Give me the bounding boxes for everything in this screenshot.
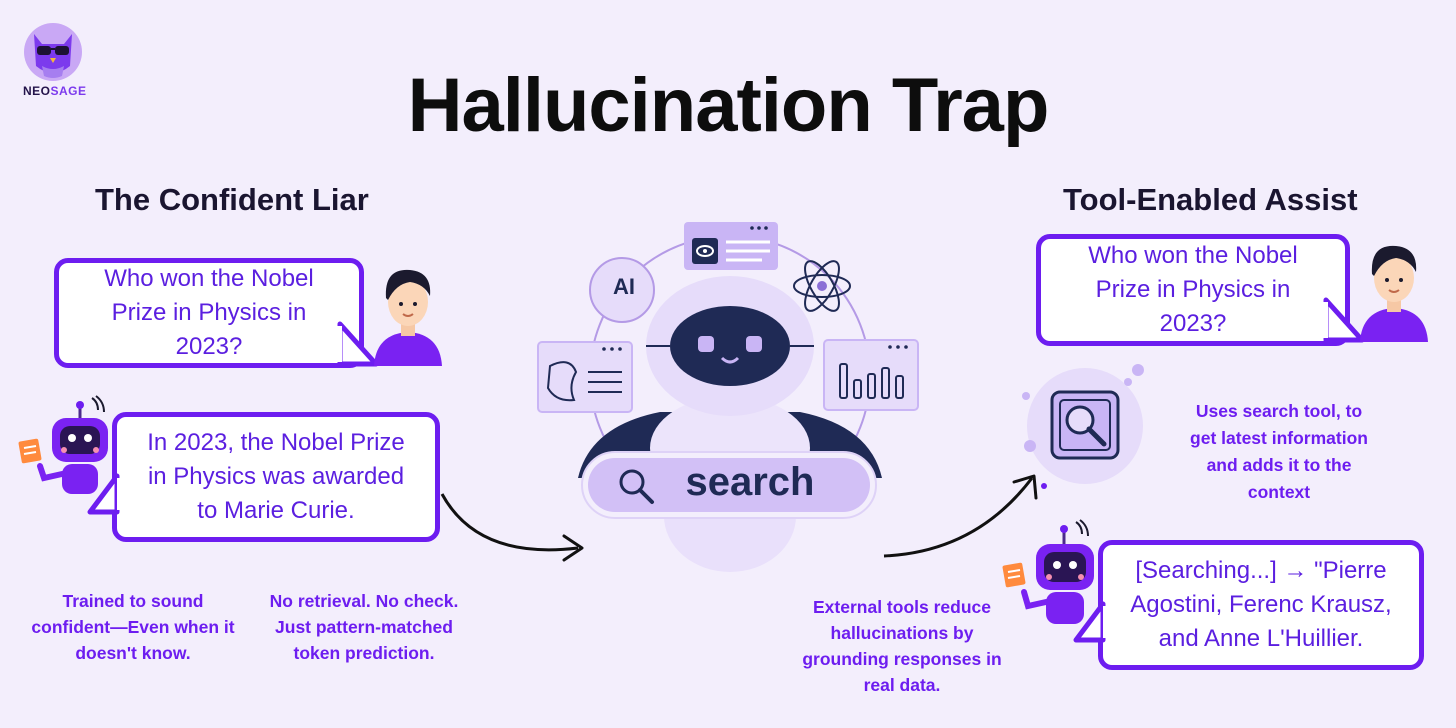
right-question-tail [1322,297,1365,343]
left-note-2: No retrieval. No check. Just pattern-mat… [269,591,459,663]
right-question-text: Who won the Nobel Prize in Physics in 20… [1088,242,1298,337]
right-note: External tools reduce hallucinations by … [802,597,1002,695]
left-answer-tail [87,473,123,515]
robot-icon [18,395,108,494]
left-answer-text: In 2023, the Nobel Prize in Physics was … [147,429,405,524]
left-heading: The Confident Liar [95,182,369,217]
logo: NEOSAGE [20,20,86,100]
arrow-to-tool [883,474,1038,558]
left-question-bubble: Who won the Nobel Prize in Physics in 20… [54,258,364,368]
right-answer-tail [1073,601,1109,643]
tool-note: Uses search tool, to get latest informat… [1190,401,1368,502]
search-bar-label: search [685,460,815,504]
owl-icon [24,23,82,81]
ai-badge-label: AI [613,274,635,299]
left-answer-bubble: In 2023, the Nobel Prize in Physics was … [112,412,440,542]
search-tool-icon [1022,364,1144,489]
user-avatar-icon-right [1360,245,1428,342]
right-answer-bubble: [Searching...] → "Pierre Agostini, Feren… [1098,540,1424,670]
right-answer-text: [Searching...] → "Pierre Agostini, Feren… [1130,557,1392,652]
center-illustration [537,222,919,572]
left-question-text: Who won the Nobel Prize in Physics in 20… [104,265,314,360]
left-question-tail [336,321,379,367]
page-title: Hallucination Trap [407,63,1050,148]
right-question-bubble: Who won the Nobel Prize in Physics in 20… [1036,234,1350,346]
user-avatar-icon [374,269,442,366]
logo-wordmark: NEOSAGE [23,84,87,98]
robot-icon-right [1002,519,1094,624]
arrow-to-center [440,493,584,562]
left-note-1: Trained to sound confident—Even when it … [31,591,235,663]
right-heading: Tool-Enabled Assist [1063,182,1358,217]
